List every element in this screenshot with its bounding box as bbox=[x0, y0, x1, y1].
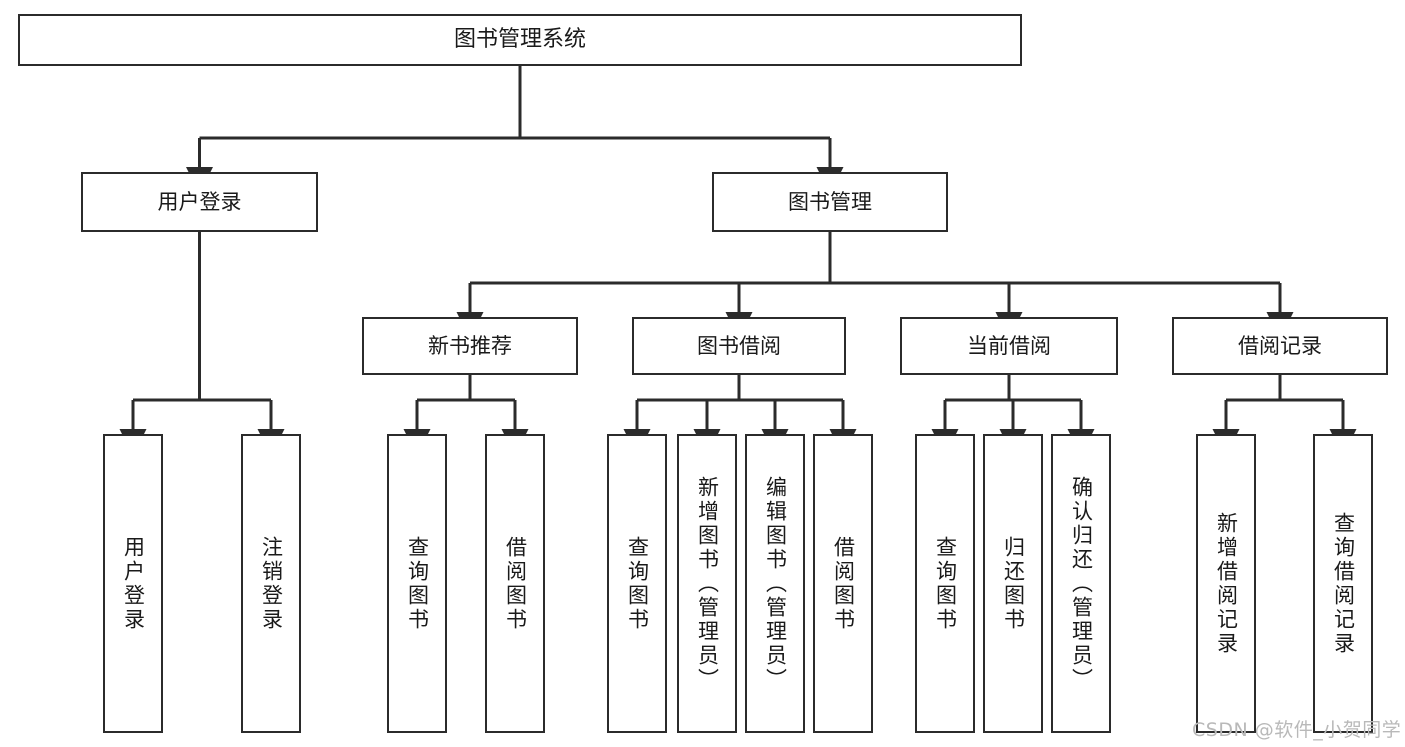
node-leaf-bb-edit[interactable]: 编辑图书（管理员） bbox=[745, 434, 805, 733]
node-label-leaf-bb-edit: 编辑图书（管理员） bbox=[763, 475, 788, 692]
node-leaf-cb-confirm[interactable]: 确认归还（管理员） bbox=[1051, 434, 1111, 733]
node-leaf-br-add[interactable]: 新增借阅记录 bbox=[1196, 434, 1256, 733]
node-user-login[interactable]: 用户登录 bbox=[81, 172, 318, 232]
node-borrow-records[interactable]: 借阅记录 bbox=[1172, 317, 1388, 375]
watermark: CSDN @软件_小贺同学 bbox=[1192, 719, 1402, 741]
node-label-new-book-rec: 新书推荐 bbox=[428, 333, 512, 358]
node-book-manage[interactable]: 图书管理 bbox=[712, 172, 948, 232]
node-leaf-rec-query[interactable]: 查询图书 bbox=[387, 434, 447, 733]
node-root[interactable]: 图书管理系统 bbox=[18, 14, 1022, 66]
node-label-borrow-records: 借阅记录 bbox=[1238, 333, 1322, 358]
node-leaf-rec-borrow[interactable]: 借阅图书 bbox=[485, 434, 545, 733]
node-label-leaf-bb-add: 新增图书（管理员） bbox=[695, 475, 720, 692]
node-label-book-borrow: 图书借阅 bbox=[697, 333, 781, 358]
node-leaf-bb-borrow[interactable]: 借阅图书 bbox=[813, 434, 873, 733]
node-leaf-cb-return[interactable]: 归还图书 bbox=[983, 434, 1043, 733]
node-label-leaf-br-add: 新增借阅记录 bbox=[1214, 511, 1239, 656]
node-leaf-bb-query[interactable]: 查询图书 bbox=[607, 434, 667, 733]
node-label-leaf-bb-borrow: 借阅图书 bbox=[831, 535, 856, 632]
node-label-leaf-bb-query: 查询图书 bbox=[625, 535, 650, 632]
node-current-borrow[interactable]: 当前借阅 bbox=[900, 317, 1118, 375]
node-label-leaf-logout: 注销登录 bbox=[259, 535, 284, 632]
node-label-user-login: 用户登录 bbox=[157, 189, 242, 214]
node-label-current-borrow: 当前借阅 bbox=[967, 333, 1051, 358]
node-label-leaf-br-query: 查询借阅记录 bbox=[1331, 511, 1356, 656]
node-label-leaf-cb-confirm: 确认归还（管理员） bbox=[1069, 475, 1094, 692]
node-label-book-manage: 图书管理 bbox=[788, 189, 872, 214]
node-new-book-rec[interactable]: 新书推荐 bbox=[362, 317, 578, 375]
node-leaf-logout[interactable]: 注销登录 bbox=[241, 434, 301, 733]
node-leaf-user-login[interactable]: 用户登录 bbox=[103, 434, 163, 733]
node-leaf-cb-query[interactable]: 查询图书 bbox=[915, 434, 975, 733]
node-label-leaf-rec-borrow: 借阅图书 bbox=[503, 535, 528, 632]
node-book-borrow[interactable]: 图书借阅 bbox=[632, 317, 846, 375]
node-label-leaf-user-login: 用户登录 bbox=[121, 535, 146, 632]
node-label-leaf-rec-query: 查询图书 bbox=[405, 535, 430, 632]
node-leaf-br-query[interactable]: 查询借阅记录 bbox=[1313, 434, 1373, 733]
node-label-root: 图书管理系统 bbox=[453, 27, 586, 53]
node-leaf-bb-add[interactable]: 新增图书（管理员） bbox=[677, 434, 737, 733]
node-label-leaf-cb-query: 查询图书 bbox=[933, 535, 958, 632]
edge-group bbox=[119, 66, 1357, 456]
node-label-leaf-cb-return: 归还图书 bbox=[1001, 535, 1026, 632]
